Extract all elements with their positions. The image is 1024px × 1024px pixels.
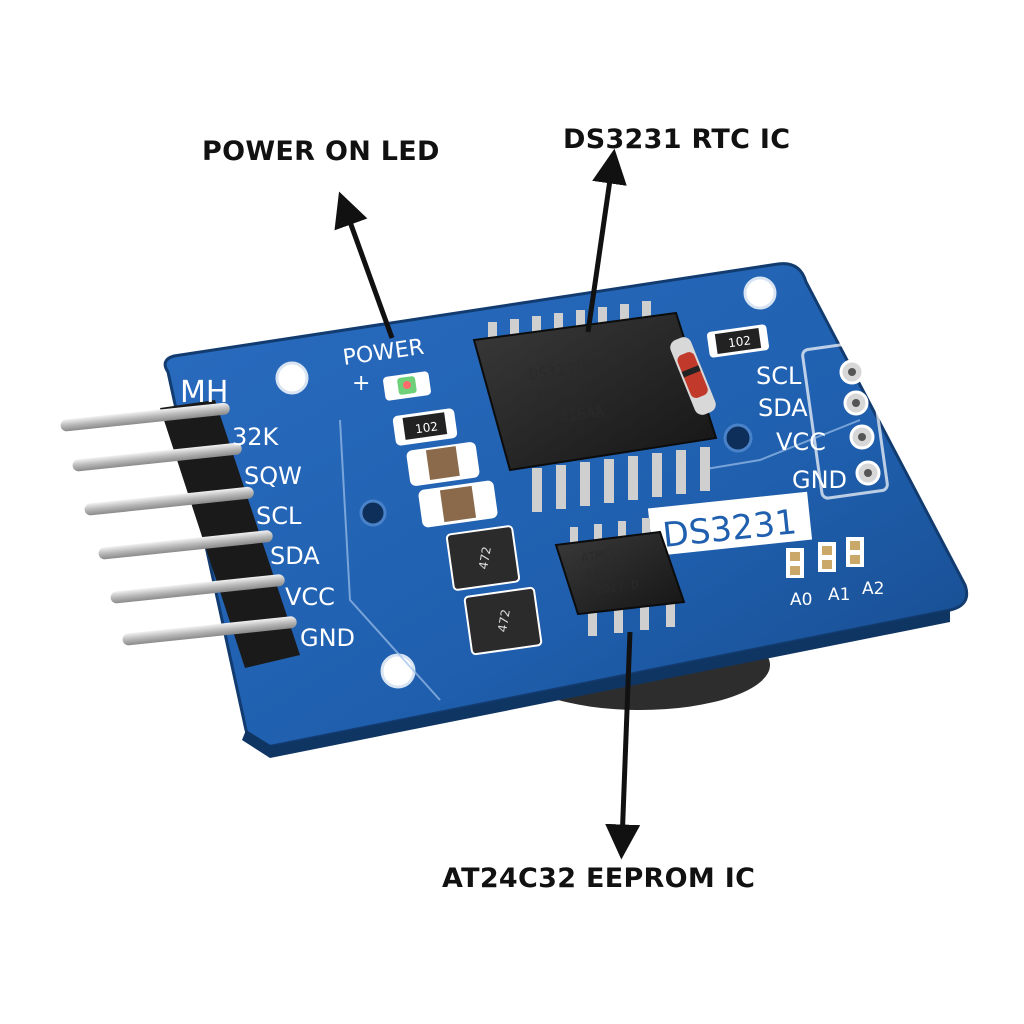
resistor-array-code: 472 <box>476 545 494 570</box>
resistor-array-code: 472 <box>495 608 513 633</box>
left-pin-label: SQW <box>244 462 302 490</box>
left-pin-label: VCC <box>285 583 335 611</box>
right-pin-labels: SCL SDA VCC GND <box>756 362 847 494</box>
smd-capacitor-2 <box>418 480 498 528</box>
eeprom-ic-callout: AT24C32 EEPROM IC <box>442 863 756 894</box>
smd-diode <box>670 337 716 415</box>
power-led-callout: POWER ON LED <box>202 136 440 167</box>
resistor-code: 102 <box>414 419 439 436</box>
power-plus-sign: + <box>352 371 370 396</box>
eeprom-ic-arrow <box>605 631 641 860</box>
header-housing <box>160 400 300 668</box>
address-pad-label: A2 <box>862 579 884 599</box>
left-pin-label: SDA <box>270 542 320 570</box>
header-pins <box>60 402 297 646</box>
resistor-array-2: 472 <box>463 586 543 656</box>
power-led <box>383 371 431 401</box>
resistor-code: 102 <box>727 333 752 350</box>
rtc-ic-arrow <box>585 148 627 333</box>
smd-resistor-2: 102 <box>707 324 769 358</box>
eeprom-marking-line: 0027 D <box>594 577 639 597</box>
silkscreen-traces <box>339 340 889 701</box>
address-pads <box>786 537 864 578</box>
address-pad-label: A1 <box>828 585 850 605</box>
left-pin-labels: 32K SQW SCL SDA VCC GND <box>232 423 355 652</box>
at24c32-eeprom-chip: ATMEL 24C32N 0027 D <box>554 518 686 636</box>
left-pin-label: SCL <box>256 502 302 530</box>
address-pad-label: A0 <box>790 590 812 610</box>
right-pin-label: GND <box>792 466 847 494</box>
eeprom-marking-line: 24C32N <box>584 561 629 581</box>
smd-capacitor-1 <box>406 442 480 486</box>
left-pin-label: 32K <box>232 423 280 451</box>
pcb-edge <box>242 610 950 758</box>
eeprom-marking-line: ATMEL <box>580 546 618 565</box>
right-pin-label: SCL <box>756 362 802 390</box>
right-pin-holes <box>839 359 881 486</box>
ds3231-rtc-chip: DS3231SN 1637A4 316AA <box>472 301 718 512</box>
brand-label: MH <box>180 375 228 410</box>
right-pin-label: SDA <box>758 394 808 422</box>
right-pin-label: VCC <box>776 428 826 456</box>
left-pin-label: GND <box>300 624 355 652</box>
rtc-ic-callout: DS3231 RTC IC <box>563 124 791 155</box>
smd-resistor-1: 102 <box>392 408 458 446</box>
via <box>723 423 753 453</box>
address-pad-labels: A0 A1 A2 <box>790 579 884 610</box>
resistor-array-1: 472 <box>445 525 521 591</box>
power-led-arrow <box>334 191 395 339</box>
